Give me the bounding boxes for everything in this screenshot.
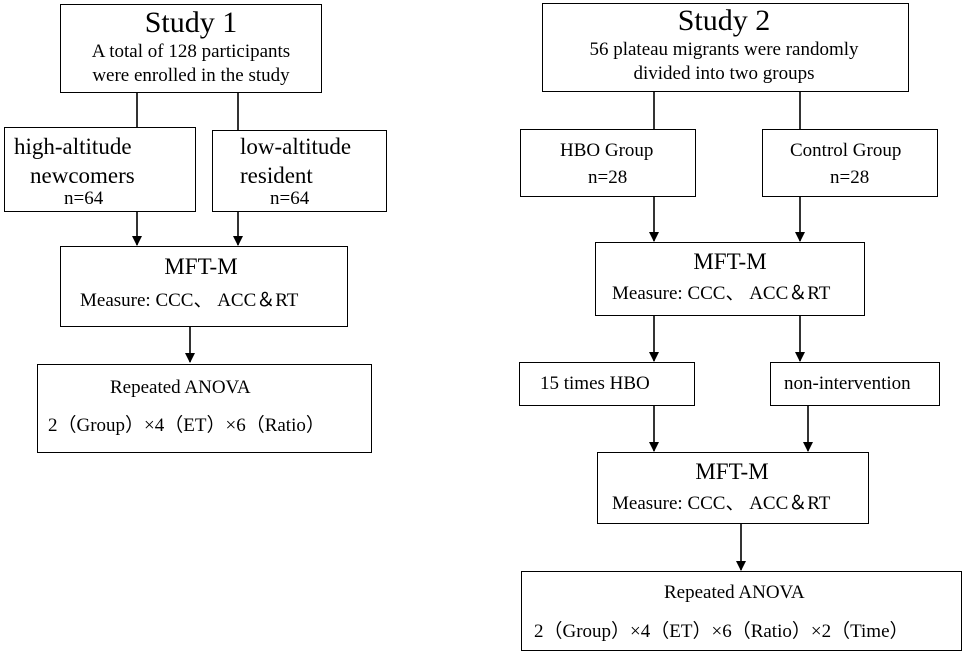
study2-mft2-measure: Measure: CCC、 ACC＆RT	[612, 493, 831, 514]
study1-group-b-n: n=64	[270, 188, 310, 209]
study2-title: Study 2	[677, 4, 771, 37]
study1-group-b-line2: resident	[240, 163, 313, 188]
study2-header-box	[542, 3, 909, 92]
study1-group-a-box	[4, 127, 196, 212]
study2-group-b-n: n=28	[830, 167, 870, 188]
study1-group-a-line1: high-altitude	[14, 134, 132, 159]
study1-anova-box	[37, 364, 372, 453]
study2-intro-line1: 56 plateau migrants were randomly	[589, 39, 859, 60]
study1-group-a-line2: newcomers	[30, 163, 135, 188]
study2-anova-design: 2（Group）×4（ET）×6（Ratio）×2（Time）	[534, 621, 909, 642]
study2-intervention-a-label: 15 times HBO	[540, 373, 650, 394]
study1-mft-title: MFT-M	[164, 254, 238, 279]
study1-mft-measure: Measure: CCC、 ACC＆RT	[80, 290, 299, 311]
study2-mft1-measure: Measure: CCC、 ACC＆RT	[612, 283, 831, 304]
study1-intro-line2: were enrolled in the study	[92, 65, 290, 86]
study2-mft2-title: MFT-M	[695, 459, 769, 484]
study1-header-box	[60, 4, 322, 93]
study2-group-a-label: HBO Group	[560, 140, 654, 161]
study1-anova-design: 2（Group）×4（ET）×6（Ratio）	[48, 415, 325, 436]
study1-anova-title: Repeated ANOVA	[110, 377, 251, 398]
study2-intro-line2: divided into two groups	[633, 63, 815, 84]
study2-mft2-box	[597, 452, 869, 524]
study2-intervention-a-box	[519, 362, 695, 406]
study2-intervention-b-box	[770, 362, 940, 406]
study1-group-a-n: n=64	[64, 188, 104, 209]
study2-anova-box	[521, 571, 962, 651]
study2-mft1-title: MFT-M	[693, 249, 767, 274]
study2-group-b-label: Control Group	[790, 140, 902, 161]
study1-group-b-line1: low-altitude	[240, 134, 352, 159]
study2-mft1-box	[595, 242, 865, 316]
study1-title: Study 1	[144, 6, 238, 39]
study2-group-a-n: n=28	[588, 167, 628, 188]
study1-mft-box	[60, 246, 348, 327]
study1-intro-line1: A total of 128 participants	[91, 41, 291, 62]
study2-group-a-box	[520, 129, 696, 197]
study2-group-b-box	[762, 129, 938, 197]
study2-intervention-b-label: non-intervention	[784, 373, 911, 394]
study2-anova-title: Repeated ANOVA	[664, 582, 805, 603]
study1-group-b-box	[212, 130, 387, 212]
